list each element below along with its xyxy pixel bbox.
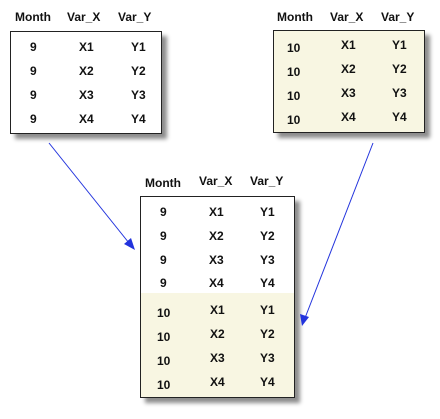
right-cell-var-y: Y2 xyxy=(392,62,407,76)
merged-cell-var-x: X4 xyxy=(209,276,224,290)
right-cell-month: 10 xyxy=(287,113,301,127)
merged-cell-var-x: X1 xyxy=(210,303,225,317)
right-to-merged-arrowhead xyxy=(300,314,309,326)
right-cell-var-y: Y4 xyxy=(392,110,407,124)
right-cell-var-y: Y3 xyxy=(392,86,407,100)
right-cell-var-x: X2 xyxy=(341,62,356,76)
left-table-box xyxy=(10,31,162,134)
left-cell-var-x: X4 xyxy=(79,112,94,126)
merged-cell-month: 10 xyxy=(157,378,171,392)
merged-cell-var-x: X3 xyxy=(210,351,225,365)
right-cell-month: 10 xyxy=(287,41,301,55)
merged-cell-var-y: Y3 xyxy=(260,351,275,365)
merged-cell-var-y: Y1 xyxy=(260,303,275,317)
left-header-month: Month xyxy=(15,10,51,24)
merged-cell-var-x: X4 xyxy=(210,375,225,389)
merged-cell-var-x: X3 xyxy=(209,253,224,267)
merged-cell-month: 9 xyxy=(160,276,167,290)
left-cell-month: 9 xyxy=(30,112,37,126)
left-cell-month: 9 xyxy=(30,88,37,102)
right-header-var-x: Var_X xyxy=(330,10,364,24)
right-header-var-y: Var_Y xyxy=(381,10,415,24)
right-cell-var-y: Y1 xyxy=(392,38,407,52)
left-cell-var-y: Y4 xyxy=(131,112,146,126)
left-cell-var-y: Y1 xyxy=(131,40,146,54)
right-table-box xyxy=(273,30,425,133)
merged-cell-var-y: Y2 xyxy=(260,229,275,243)
merged-cell-var-y: Y2 xyxy=(260,327,275,341)
left-cell-var-x: X2 xyxy=(79,64,94,78)
left-cell-var-x: X1 xyxy=(79,40,94,54)
merged-cell-month: 10 xyxy=(157,306,171,320)
merged-cell-month: 10 xyxy=(157,354,171,368)
merged-header-month: Month xyxy=(145,176,181,190)
left-to-merged-arrow xyxy=(48,142,130,244)
right-cell-var-x: X4 xyxy=(341,110,356,124)
right-cell-var-x: X3 xyxy=(341,86,356,100)
merged-cell-var-y: Y1 xyxy=(260,205,275,219)
merged-cell-month: 9 xyxy=(160,229,167,243)
merged-header-var-y: Var_Y xyxy=(250,174,284,188)
right-to-merged-arrow xyxy=(304,142,374,319)
right-cell-month: 10 xyxy=(287,65,301,79)
left-cell-var-y: Y3 xyxy=(131,88,146,102)
merged-cell-var-y: Y4 xyxy=(260,276,275,290)
left-header-var-y: Var_Y xyxy=(118,10,152,24)
left-cell-var-x: X3 xyxy=(79,88,94,102)
merged-cell-var-y: Y4 xyxy=(260,375,275,389)
left-to-merged-arrowhead xyxy=(124,238,135,250)
left-cell-var-y: Y2 xyxy=(131,64,146,78)
left-cell-month: 9 xyxy=(30,40,37,54)
merged-cell-var-x: X2 xyxy=(209,229,224,243)
left-cell-month: 9 xyxy=(30,64,37,78)
merged-cell-month: 9 xyxy=(160,253,167,267)
merged-cell-var-y: Y3 xyxy=(260,253,275,267)
right-header-month: Month xyxy=(277,10,313,24)
merged-cell-var-x: X1 xyxy=(209,205,224,219)
merged-cell-var-x: X2 xyxy=(210,327,225,341)
merged-table-box xyxy=(140,196,295,398)
right-cell-var-x: X1 xyxy=(341,38,356,52)
right-cell-month: 10 xyxy=(287,89,301,103)
left-header-var-x: Var_X xyxy=(67,10,101,24)
merged-cell-month: 10 xyxy=(157,330,171,344)
merged-header-var-x: Var_X xyxy=(199,174,233,188)
merged-cell-month: 9 xyxy=(160,205,167,219)
